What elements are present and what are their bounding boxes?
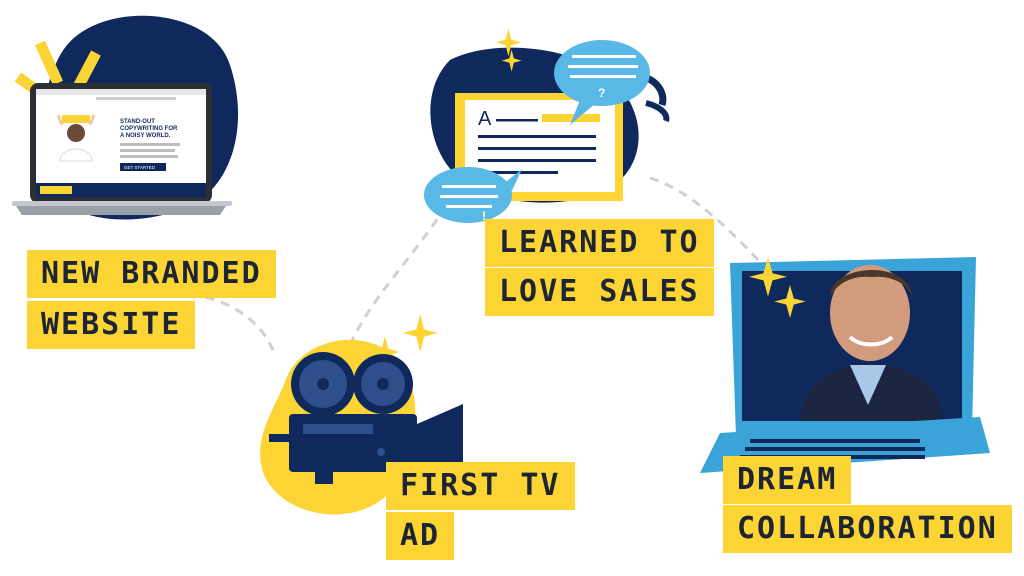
label-collab-line1: DREAM xyxy=(723,456,852,504)
speech-bubble-exclaim: ! xyxy=(424,167,522,223)
portrait-photo xyxy=(800,265,944,421)
sparkle-icon xyxy=(749,257,787,297)
label-website-line2: WEBSITE xyxy=(27,301,196,349)
letter-initial: A xyxy=(478,108,492,130)
svg-text:?: ? xyxy=(598,86,605,100)
connector-tv-sales xyxy=(348,214,442,346)
label-sales-line2: LOVE SALES xyxy=(485,268,714,316)
film-camera-icon xyxy=(260,314,463,515)
label-website-line1: NEW BRANDED xyxy=(27,250,276,298)
svg-text:!: ! xyxy=(482,209,486,223)
website-hero-person xyxy=(56,114,96,162)
connector-sales-collab xyxy=(649,176,762,264)
sparkle-icon xyxy=(501,49,522,72)
sparkle-icon xyxy=(774,285,806,318)
sales-letter-icon: A ? ! xyxy=(424,28,670,223)
website-cta-label: GET STARTED xyxy=(124,165,156,170)
connector-website-tv xyxy=(189,292,277,356)
label-tv-line1: FIRST TV xyxy=(386,462,575,510)
website-cta-button xyxy=(120,163,166,171)
label-sales-line1: LEARNED TO xyxy=(485,219,714,267)
speech-bubble-question: ? xyxy=(554,40,650,125)
label-collab-line2: COLLABORATION xyxy=(723,505,1012,553)
sparkle-icon xyxy=(370,336,400,368)
sparkle-icon xyxy=(403,314,438,352)
label-tv-line2: AD xyxy=(386,512,455,560)
sparkle-icon xyxy=(495,28,521,57)
